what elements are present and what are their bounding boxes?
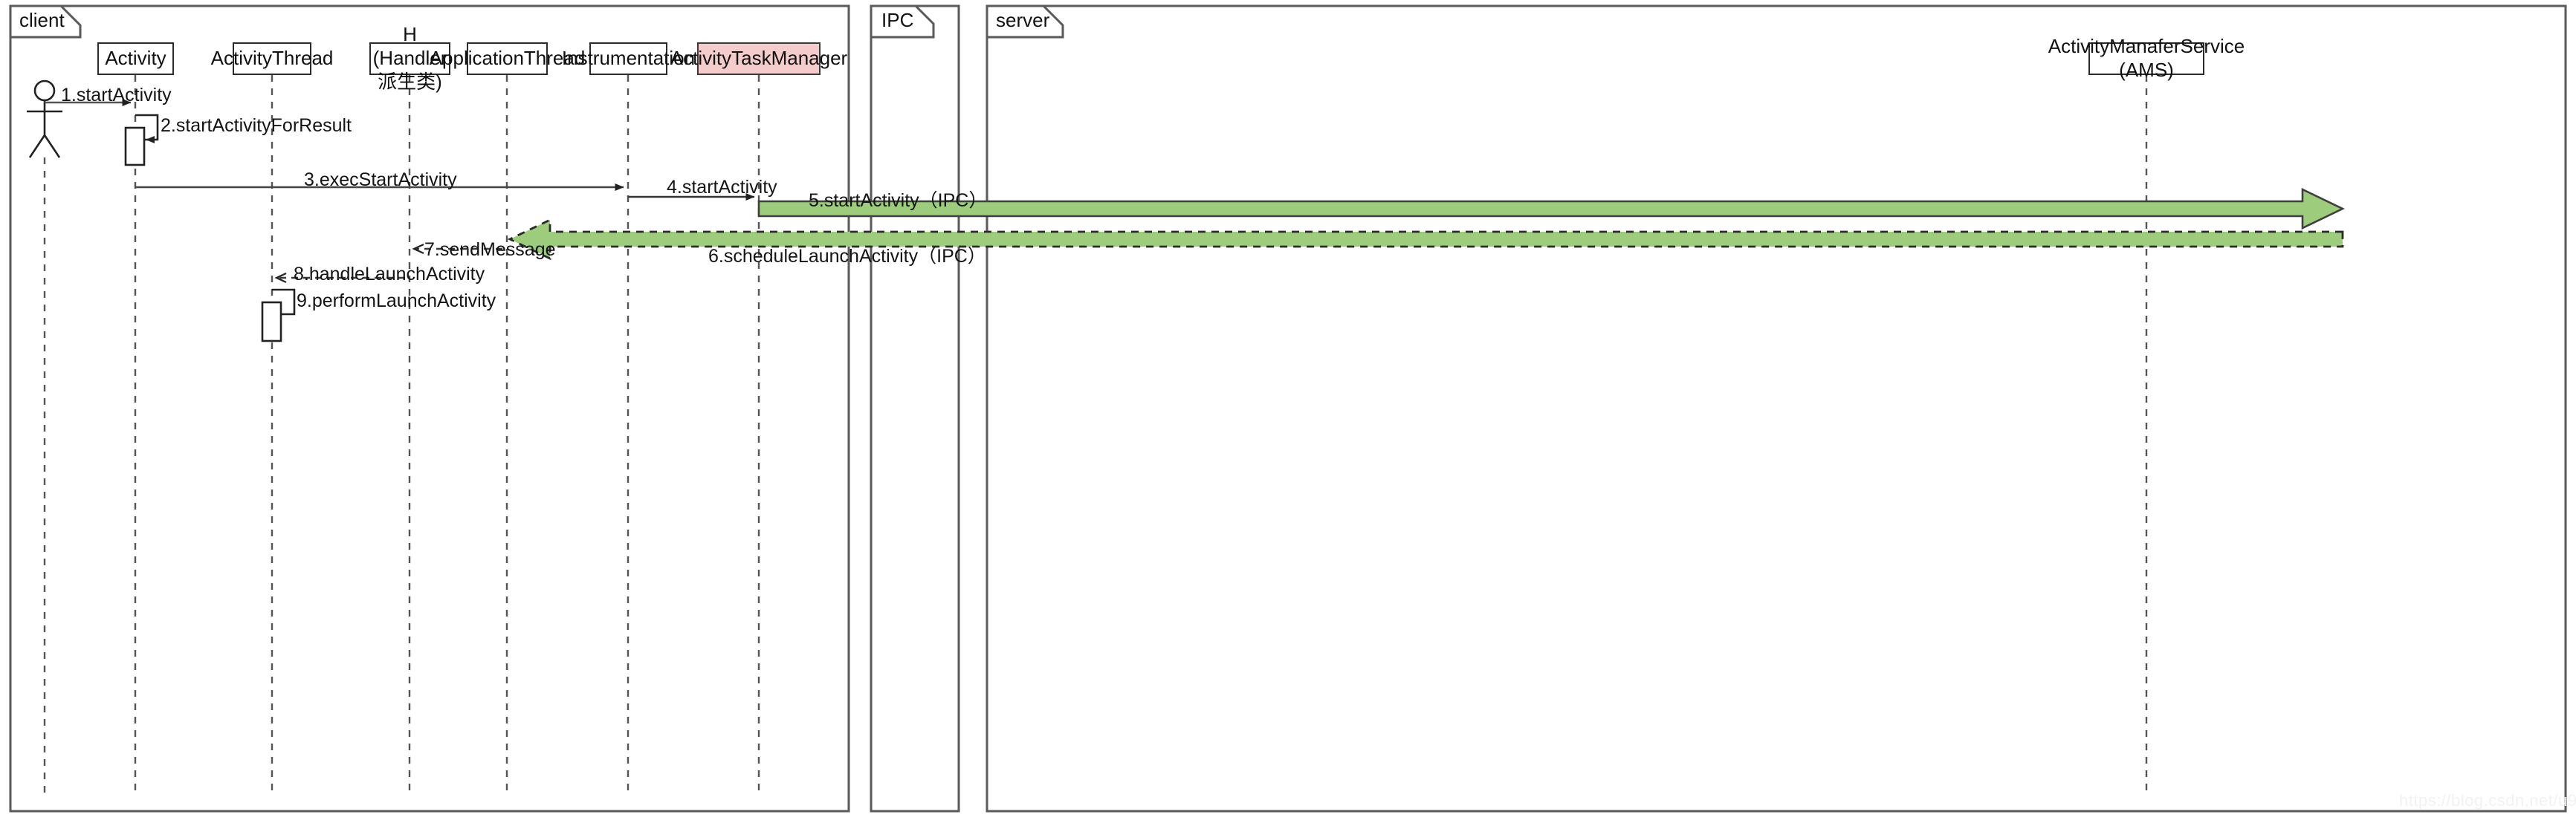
frame-server	[986, 4, 2567, 813]
participant-instrumentation[interactable]: Instrumentation	[562, 42, 695, 75]
participant-ams-line1: ActivityManaferService	[2048, 35, 2245, 58]
activation-activitythread	[261, 301, 282, 342]
message-label-9: 9.performLaunchActivity	[297, 290, 496, 311]
participant-ams-line2: (AMS)	[2119, 59, 2174, 81]
actor-icon	[27, 79, 62, 158]
message-6-ipc-block-arrow	[507, 218, 2344, 261]
activation-activity	[124, 126, 146, 166]
message-label-5: 5.startActivity（IPC）	[809, 190, 988, 211]
participant-h-line1: H	[403, 23, 417, 46]
message-label-8: 8.handleLaunchActivity	[294, 264, 485, 284]
participant-h[interactable]: H (Handler派生类)	[369, 23, 450, 93]
participant-activitythread[interactable]: ActivityThread	[211, 42, 333, 75]
message-5-ipc-block-arrow	[757, 187, 2345, 230]
message-label-6: 6.scheduleLaunchActivity（IPC）	[708, 246, 986, 267]
frame-client	[9, 4, 850, 813]
watermark: https://blog.csdn.net/u9t9p60ld	[2399, 791, 2576, 810]
participant-activitytaskmanager[interactable]: ActivityTaskManager	[670, 42, 847, 75]
message-label-7: 7.sendMessage	[424, 239, 556, 260]
message-label-4: 4.startActivity	[667, 177, 777, 198]
participant-applicationthread[interactable]: ApplicationThread	[430, 42, 585, 75]
frame-label-ipc: IPC	[881, 9, 914, 31]
message-label-3: 3.execStartActivity	[304, 169, 457, 190]
participant-h-line2: (Handler派生类)	[372, 47, 447, 93]
frame-ipc	[870, 4, 960, 813]
frame-label-server: server	[996, 9, 1050, 31]
participant-ams[interactable]: ActivityManaferService (AMS)	[2048, 35, 2245, 81]
message-label-1: 1.startActivity	[61, 85, 172, 105]
participant-activity[interactable]: Activity	[97, 42, 174, 75]
frame-label-client: client	[19, 9, 65, 31]
message-label-2: 2.startActivityForResult	[161, 115, 352, 136]
